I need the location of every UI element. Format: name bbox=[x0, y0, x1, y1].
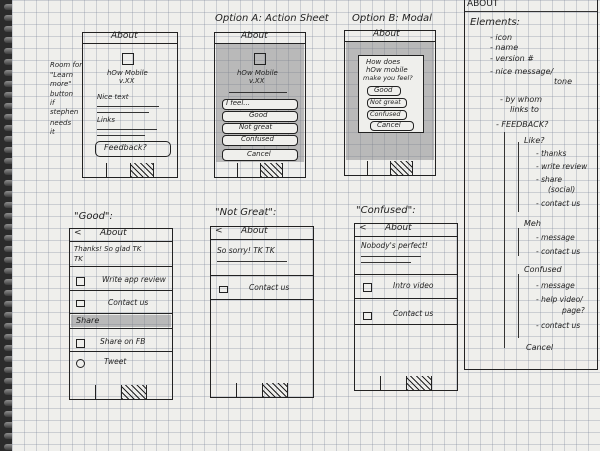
sketch-modal-screen: About How does hOw mobile make you feel?… bbox=[344, 29, 436, 176]
about-elements-panel: ABOUT bbox=[464, 0, 598, 370]
option-good[interactable]: Good bbox=[367, 86, 401, 96]
about-panel-heading: ABOUT bbox=[467, 0, 499, 9]
heading-not-great: "Not Great": bbox=[215, 207, 277, 218]
app-name: hOw Mobile bbox=[237, 69, 278, 77]
tab-bar bbox=[83, 163, 177, 177]
feedback-button[interactable]: Feedback? bbox=[95, 141, 171, 157]
screen-title: About bbox=[241, 226, 268, 236]
app-icon bbox=[122, 53, 134, 65]
heading-confused: "Confused": bbox=[356, 205, 416, 216]
back-button[interactable]: < bbox=[359, 223, 367, 233]
sorry-message: So sorry! TK TK bbox=[217, 246, 275, 255]
share-section-header: Share bbox=[76, 316, 100, 325]
screen-title: About bbox=[100, 228, 127, 238]
option-confused[interactable]: Confused bbox=[367, 110, 407, 120]
app-name: hOw Mobile bbox=[107, 69, 148, 77]
option-not-great[interactable]: Not great bbox=[367, 98, 407, 108]
sheet-header: I feel... bbox=[222, 99, 298, 110]
heading-option-b: Option B: Modal bbox=[352, 13, 432, 24]
cancel-button[interactable]: Cancel bbox=[222, 149, 298, 161]
option-not-great[interactable]: Not great bbox=[222, 123, 298, 134]
tab-bar bbox=[211, 383, 313, 397]
back-button[interactable]: < bbox=[215, 226, 223, 236]
screen-title: About bbox=[373, 29, 400, 39]
links-label: Links bbox=[97, 116, 115, 124]
app-version: v.XX bbox=[119, 77, 135, 85]
tab-bar bbox=[355, 376, 457, 390]
screen-title: About bbox=[385, 223, 412, 233]
sketch-confused-screen: < About Nobody's perfect! Intro video Co… bbox=[354, 223, 458, 391]
option-good[interactable]: Good bbox=[222, 111, 298, 122]
cancel-button[interactable]: Cancel bbox=[370, 121, 414, 131]
app-icon bbox=[254, 53, 266, 65]
app-version: v.XX bbox=[249, 77, 265, 85]
sketch-action-sheet-screen: About hOw Mobile v.XX I feel... Good Not… bbox=[214, 31, 306, 178]
heading-option-a: Option A: Action Sheet bbox=[215, 13, 329, 24]
screen-title: About bbox=[111, 31, 138, 41]
sketch-about-screen: About hOw Mobile v.XX Nice text Links Fe… bbox=[82, 31, 178, 178]
tab-bar bbox=[70, 385, 172, 399]
nice-text: Nice text bbox=[97, 93, 129, 101]
graph-paper-page: Option A: Action Sheet Option B: Modal "… bbox=[12, 0, 600, 451]
option-confused[interactable]: Confused bbox=[222, 135, 298, 146]
sketch-not-great-screen: < About So sorry! TK TK Contact us bbox=[210, 226, 314, 398]
heading-good: "Good": bbox=[74, 211, 113, 222]
modal-dialog: How does hOw mobile make you feel? Good … bbox=[358, 55, 424, 133]
nobody-perfect-message: Nobody's perfect! bbox=[361, 241, 428, 250]
thanks-message: Thanks! So glad TK bbox=[74, 245, 142, 253]
tab-bar bbox=[345, 161, 435, 175]
back-button[interactable]: < bbox=[74, 228, 82, 238]
tab-bar bbox=[215, 163, 305, 177]
sketch-good-screen: < About Thanks! So glad TK TK Write app … bbox=[69, 228, 173, 400]
screen-title: About bbox=[241, 31, 268, 41]
